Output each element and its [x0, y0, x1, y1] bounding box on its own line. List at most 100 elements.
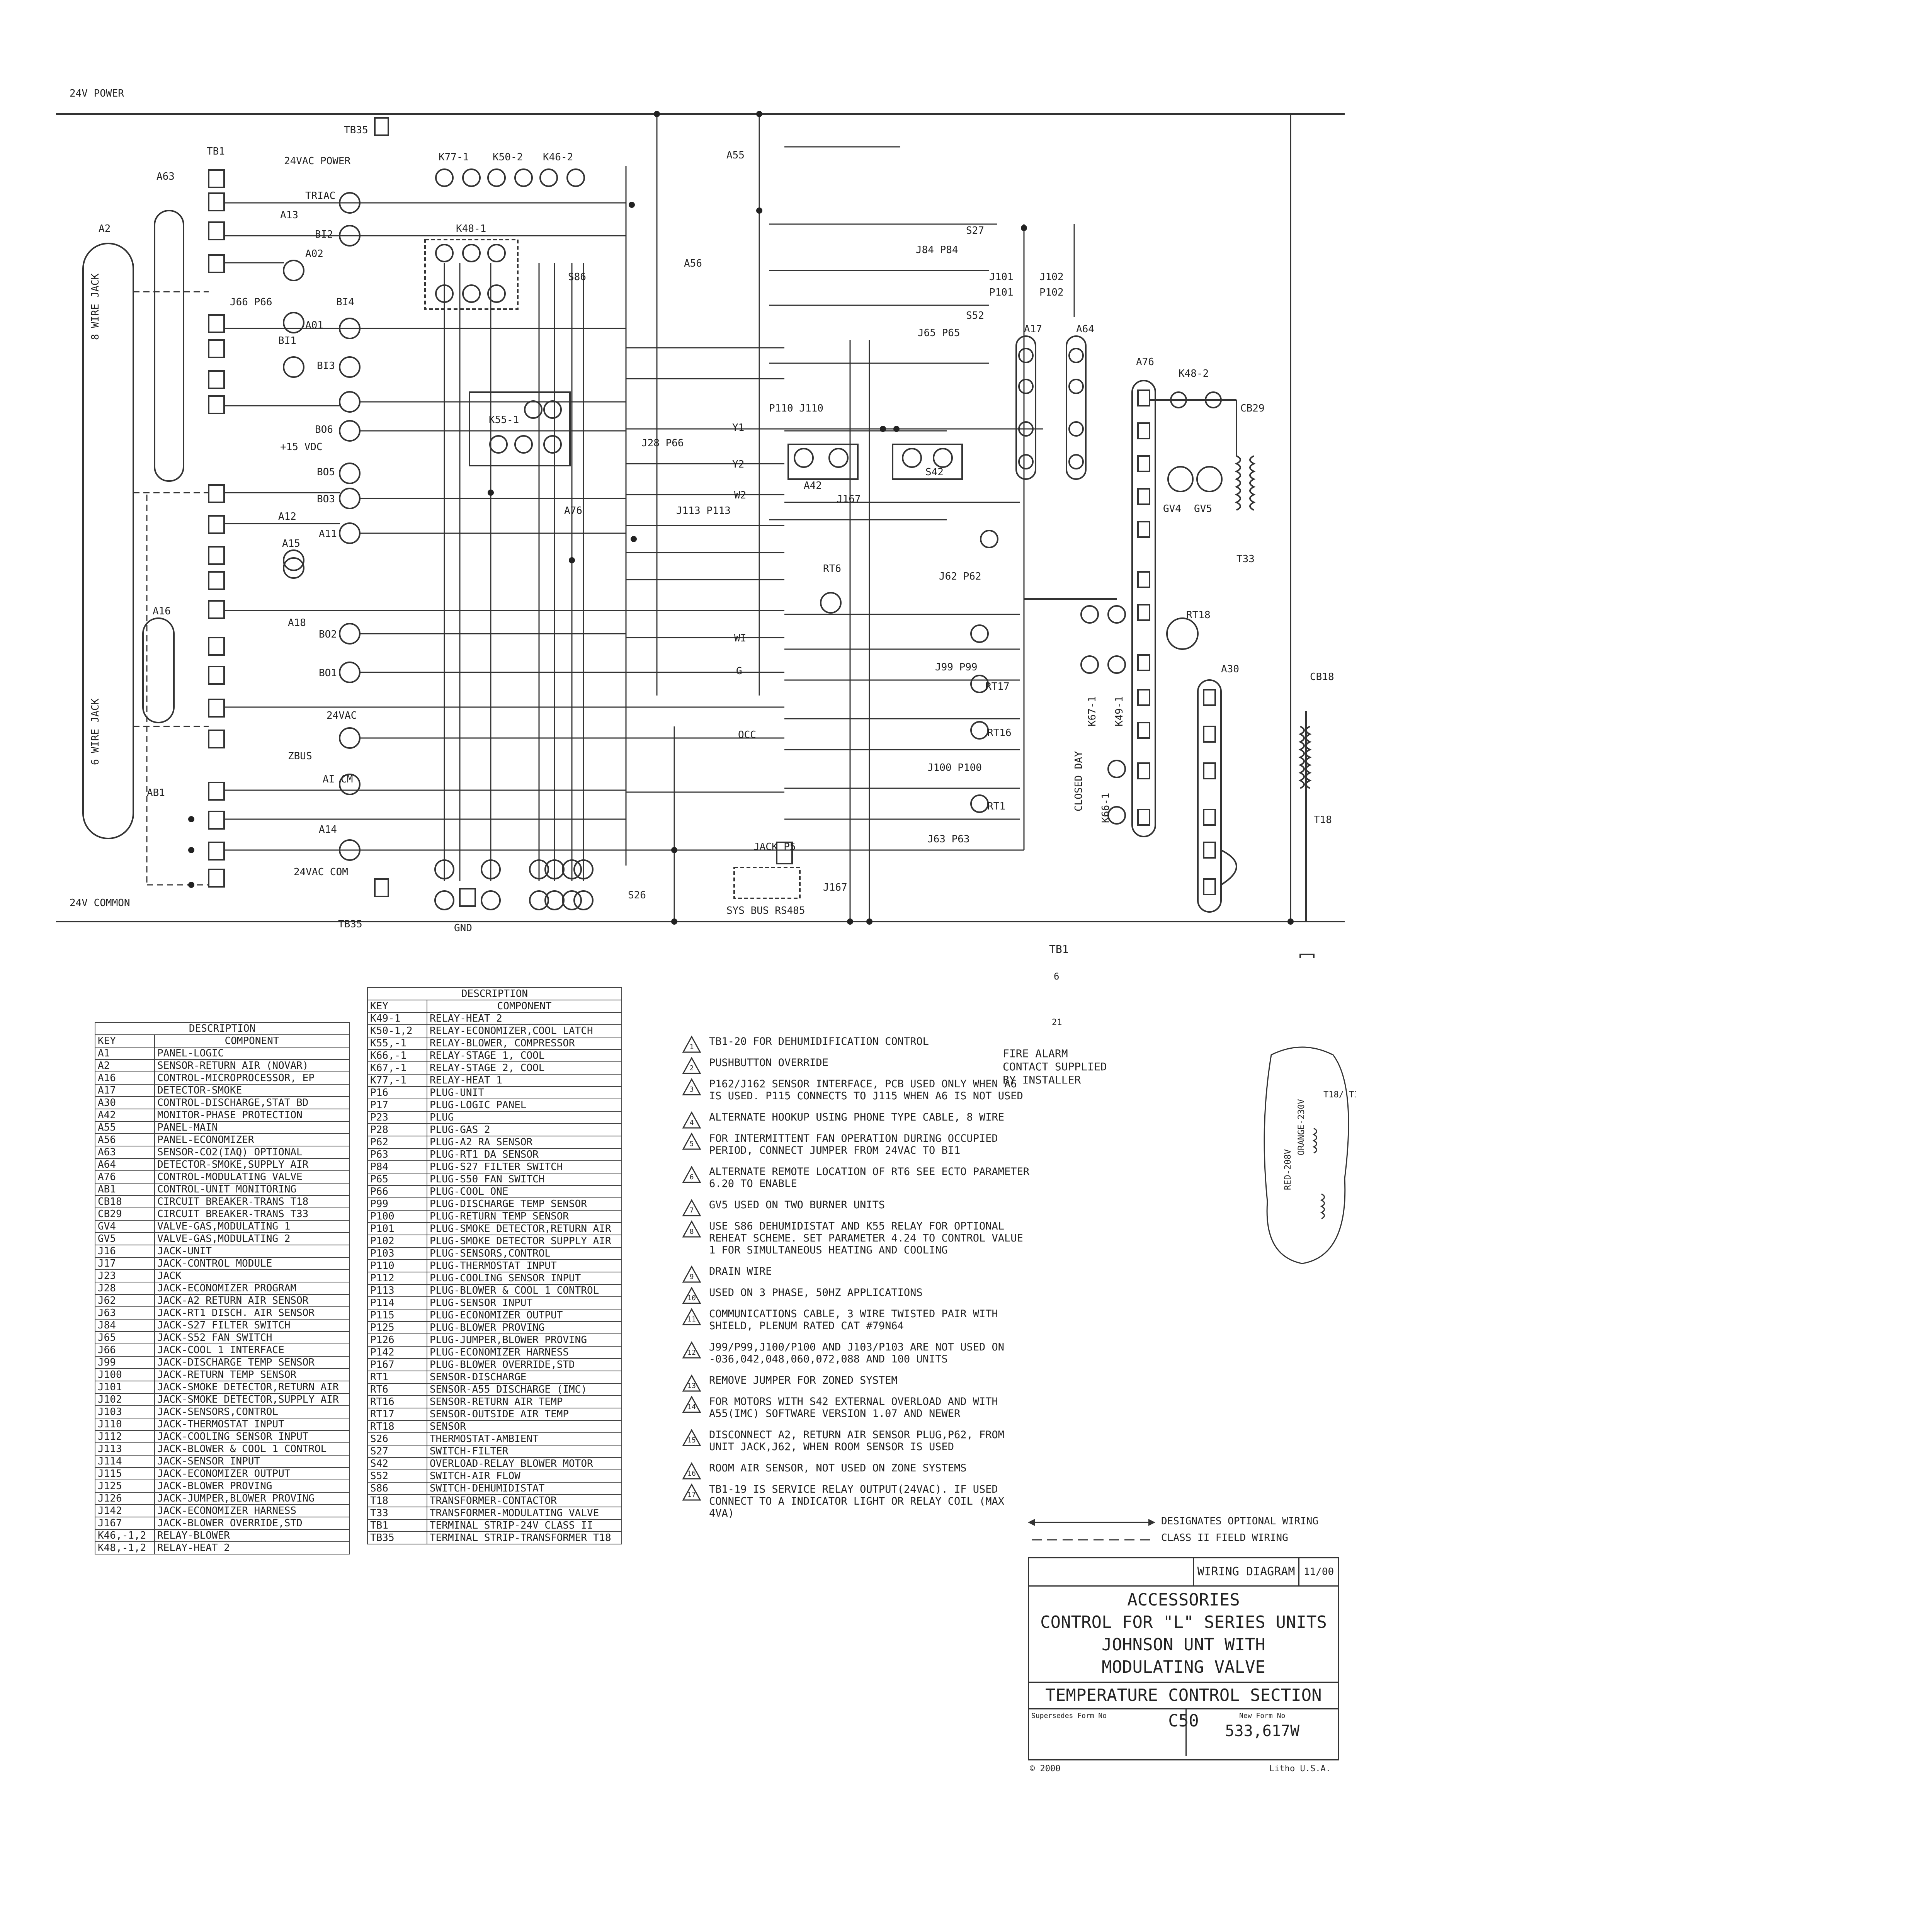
component-key: P110 [367, 1259, 427, 1272]
legend-optional-arrow [1028, 1519, 1155, 1541]
svg-text:A02: A02 [305, 248, 323, 260]
component-description: CIRCUIT BREAKER-TRANS T33 [154, 1208, 350, 1221]
power-rail-label: 24V POWER [70, 88, 124, 99]
component-description: RELAY-HEAT 1 [427, 1074, 622, 1087]
component-description: JACK-SMOKE DETECTOR,SUPPLY AIR [154, 1393, 350, 1406]
svg-text:TB35: TB35 [338, 918, 362, 930]
svg-text:J167: J167 [823, 882, 847, 893]
svg-text:OCC: OCC [738, 729, 756, 741]
component-description: SENSOR-RETURN AIR (NOVAR) [154, 1059, 350, 1072]
component-key: J28 [95, 1282, 155, 1295]
component-description: CIRCUIT BREAKER-TRANS T18 [154, 1195, 350, 1208]
component-description: PLUG-SENSOR INPUT [427, 1296, 622, 1310]
component-description: JACK-THERMOSTAT INPUT [154, 1418, 350, 1431]
warning-triangle-icon: 2 [682, 1056, 701, 1075]
table-title: DESCRIPTION [367, 987, 622, 1000]
component-key: A30 [95, 1096, 155, 1109]
component-key: A1 [95, 1047, 155, 1060]
component-description: RELAY-ECONOMIZER,COOL LATCH [427, 1024, 622, 1037]
svg-text:A64: A64 [1076, 323, 1094, 335]
component-key: P17 [367, 1099, 427, 1112]
component-description: SENSOR-RETURN AIR TEMP [427, 1395, 622, 1408]
svg-text:CB18: CB18 [1310, 671, 1334, 683]
svg-text:8 WIRE JACK: 8 WIRE JACK [90, 273, 101, 340]
component-description: PLUG-ECONOMIZER OUTPUT [427, 1309, 622, 1322]
svg-text:GV5: GV5 [1194, 503, 1212, 515]
svg-text:RED-208V: RED-208V [1283, 1149, 1293, 1190]
note-text: USED ON 3 PHASE, 50HZ APPLICATIONS [709, 1287, 923, 1299]
note-text: PUSHBUTTON OVERRIDE [709, 1057, 828, 1069]
component-key: K66,-1 [367, 1049, 427, 1062]
component-description: JACK-SENSOR INPUT [154, 1455, 350, 1468]
component-key: J110 [95, 1418, 155, 1431]
component-description: JACK-BLOWER OVERRIDE,STD [154, 1517, 350, 1530]
svg-text:RT16: RT16 [987, 727, 1012, 739]
note-text: TB1-20 FOR DEHUMIDIFICATION CONTROL [709, 1036, 929, 1048]
svg-text:J101: J101 [989, 271, 1014, 283]
svg-text:RT1: RT1 [987, 801, 1005, 812]
svg-text:6 WIRE JACK: 6 WIRE JACK [90, 698, 101, 765]
tb1-terminals [208, 169, 225, 888]
component-key: J142 [95, 1504, 155, 1517]
form-number: 533,617W [1225, 1722, 1300, 1740]
svg-text:BI4: BI4 [336, 296, 354, 308]
title-line-2: CONTROL FOR "L" SERIES UNITS [1040, 1612, 1327, 1632]
component-description: JACK-BLOWER & COOL 1 CONTROL [154, 1442, 350, 1456]
component-description: RELAY-BLOWER [154, 1529, 350, 1542]
component-key: RT16 [367, 1395, 427, 1408]
component-description: SENSOR [427, 1420, 622, 1433]
superseded-label: Supersedes Form No [1029, 1709, 1187, 1756]
relay-box-k48 [424, 239, 519, 310]
title-line-3: JOHNSON UNT WITH [1102, 1635, 1265, 1655]
component-description: PLUG-S27 FILTER SWITCH [427, 1160, 622, 1173]
component-description: JACK-UNIT [154, 1245, 350, 1258]
component-description: JACK-BLOWER PROVING [154, 1480, 350, 1493]
svg-text:CLOSED DAY: CLOSED DAY [1073, 751, 1085, 811]
svg-text:A12: A12 [278, 511, 296, 522]
component-description: JACK-A2 RETURN AIR SENSOR [154, 1294, 350, 1307]
gv4-coil [1167, 466, 1194, 492]
component-description: SENSOR-A55 DISCHARGE (IMC) [427, 1383, 622, 1396]
component-description: JACK-COOL 1 INTERFACE [154, 1344, 350, 1357]
component-description: PLUG-COOLING SENSOR INPUT [427, 1272, 622, 1285]
svg-text:K55-1: K55-1 [489, 414, 519, 426]
component-description: SWITCH-AIR FLOW [427, 1469, 622, 1483]
svg-text:K50-2: K50-2 [493, 151, 523, 163]
component-description: CONTROL-MICROPROCESSOR, EP [154, 1071, 350, 1085]
component-description: TRANSFORMER-CONTACTOR [427, 1494, 622, 1507]
component-key: K50-1,2 [367, 1024, 427, 1037]
a17-outline [1015, 335, 1036, 480]
component-key: RT18 [367, 1420, 427, 1433]
component-description: JACK-S27 FILTER SWITCH [154, 1319, 350, 1332]
svg-text:A18: A18 [288, 617, 306, 629]
component-key: J99 [95, 1356, 155, 1369]
note-text: DRAIN WIRE [709, 1265, 772, 1277]
component-description: OVERLOAD-RELAY BLOWER MOTOR [427, 1457, 622, 1470]
component-key: J112 [95, 1430, 155, 1443]
